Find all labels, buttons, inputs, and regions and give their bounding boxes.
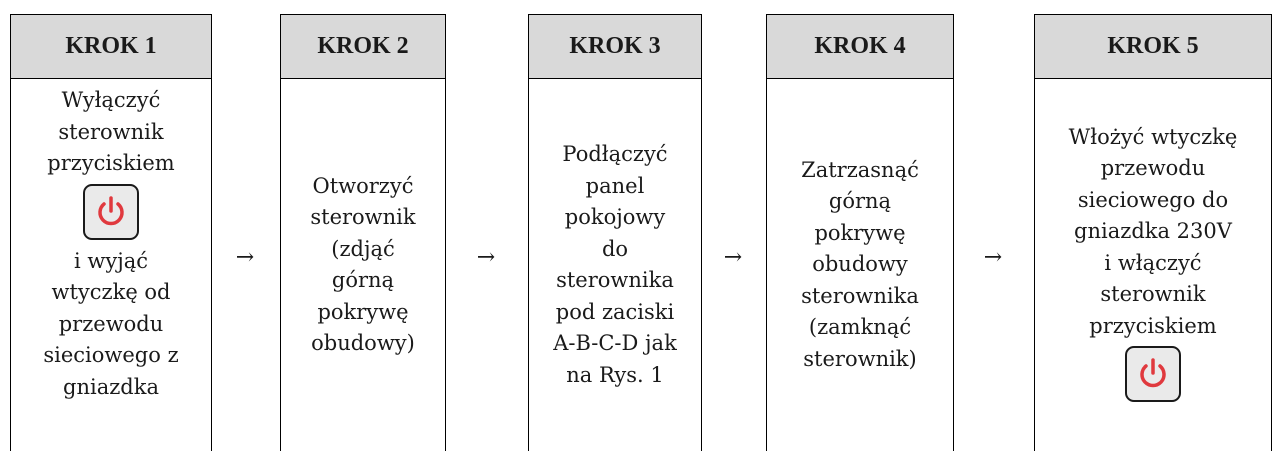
step-3-line: A-B-C-D jak [553,331,677,355]
step-5: KROK 5 Włożyć wtyczkę przewodu siecioweg… [1034,14,1272,451]
step-3-line: Podłączyć [562,142,668,166]
arrow-1: → [235,244,255,270]
step-5-body: Włożyć wtyczkę przewodu sieciowego do gn… [1035,79,1271,451]
step-1-line: sieciowego z [43,343,179,367]
step-5-line: Włożyć wtyczkę [1068,124,1238,149]
step-5-line: przyciskiem [1089,313,1217,338]
step-1-line: Wyłączyć [61,88,161,112]
step-3-line: pod zaciski [555,299,675,324]
step-1-line: przyciskiem [47,151,175,175]
arrow-3: → [723,244,743,270]
step-1-line: przewodu [58,311,164,336]
step-4: KROK 4 Zatrzasnąć górną pokrywę obudowy … [766,14,954,451]
step-3-line: pokojowy [564,205,666,229]
step-3-line: na Rys. 1 [566,362,664,387]
step-5-line: sieciowego do [1077,187,1229,212]
step-3-header: KROK 3 [529,15,701,79]
power-button-icon [1125,346,1181,403]
step-1: KROK 1 Wyłączyć sterownik przyciskiem i … [10,14,212,451]
step-5-line: sterownik [1100,282,1206,307]
step-1-line: gniazdka [63,374,159,399]
step-2-line: obudowy) [311,331,415,355]
step-2-line: (zdjąć [331,236,395,261]
step-4-line: obudowy [812,252,908,277]
step-3-line: panel [585,173,645,198]
arrow-2: → [476,244,496,270]
step-5-line: i włączyć [1104,250,1202,275]
step-4-body: Zatrzasnąć górną pokrywę obudowy sterown… [767,79,953,451]
power-icon [98,195,124,225]
step-3-line: sterownika [556,268,674,292]
step-5-line: przewodu [1100,156,1206,181]
step-3: KROK 3 Podłączyć panel pokojowy do stero… [528,14,702,451]
step-2-line: Otworzyć [312,173,414,198]
step-4-line: Zatrzasnąć [801,157,919,182]
step-1-line: wtyczkę od [51,280,171,304]
step-3-line: do [601,236,629,261]
step-4-line: pokrywę [814,220,906,245]
step-2-line: sterownik [310,205,416,229]
step-4-line: górną [828,189,892,214]
step-4-line: (zamknąć [808,315,912,340]
step-2-body: Otworzyć sterownik (zdjąć górną pokrywę … [281,79,445,451]
power-icon [1140,358,1166,388]
arrow-4: → [983,244,1003,270]
step-4-header: KROK 4 [767,15,953,79]
step-5-line: gniazdka 230V [1074,219,1232,244]
step-3-body: Podłączyć panel pokojowy do sterownika p… [529,79,701,451]
step-2: KROK 2 Otworzyć sterownik (zdjąć górną p… [280,14,446,451]
step-4-line: sterownika [801,283,919,308]
step-2-header: KROK 2 [281,15,445,79]
step-1-body: Wyłączyć sterownik przyciskiem i wyjąć w… [11,79,211,451]
step-4-line: sterownik) [803,346,917,371]
power-button-icon [83,183,139,240]
step-1-header: KROK 1 [11,15,211,79]
step-2-line: górną [331,268,395,292]
step-1-line: i wyjąć [73,248,149,273]
step-1-line: sterownik [58,119,164,144]
step-5-header: KROK 5 [1035,15,1271,79]
step-2-line: pokrywę [317,299,409,324]
